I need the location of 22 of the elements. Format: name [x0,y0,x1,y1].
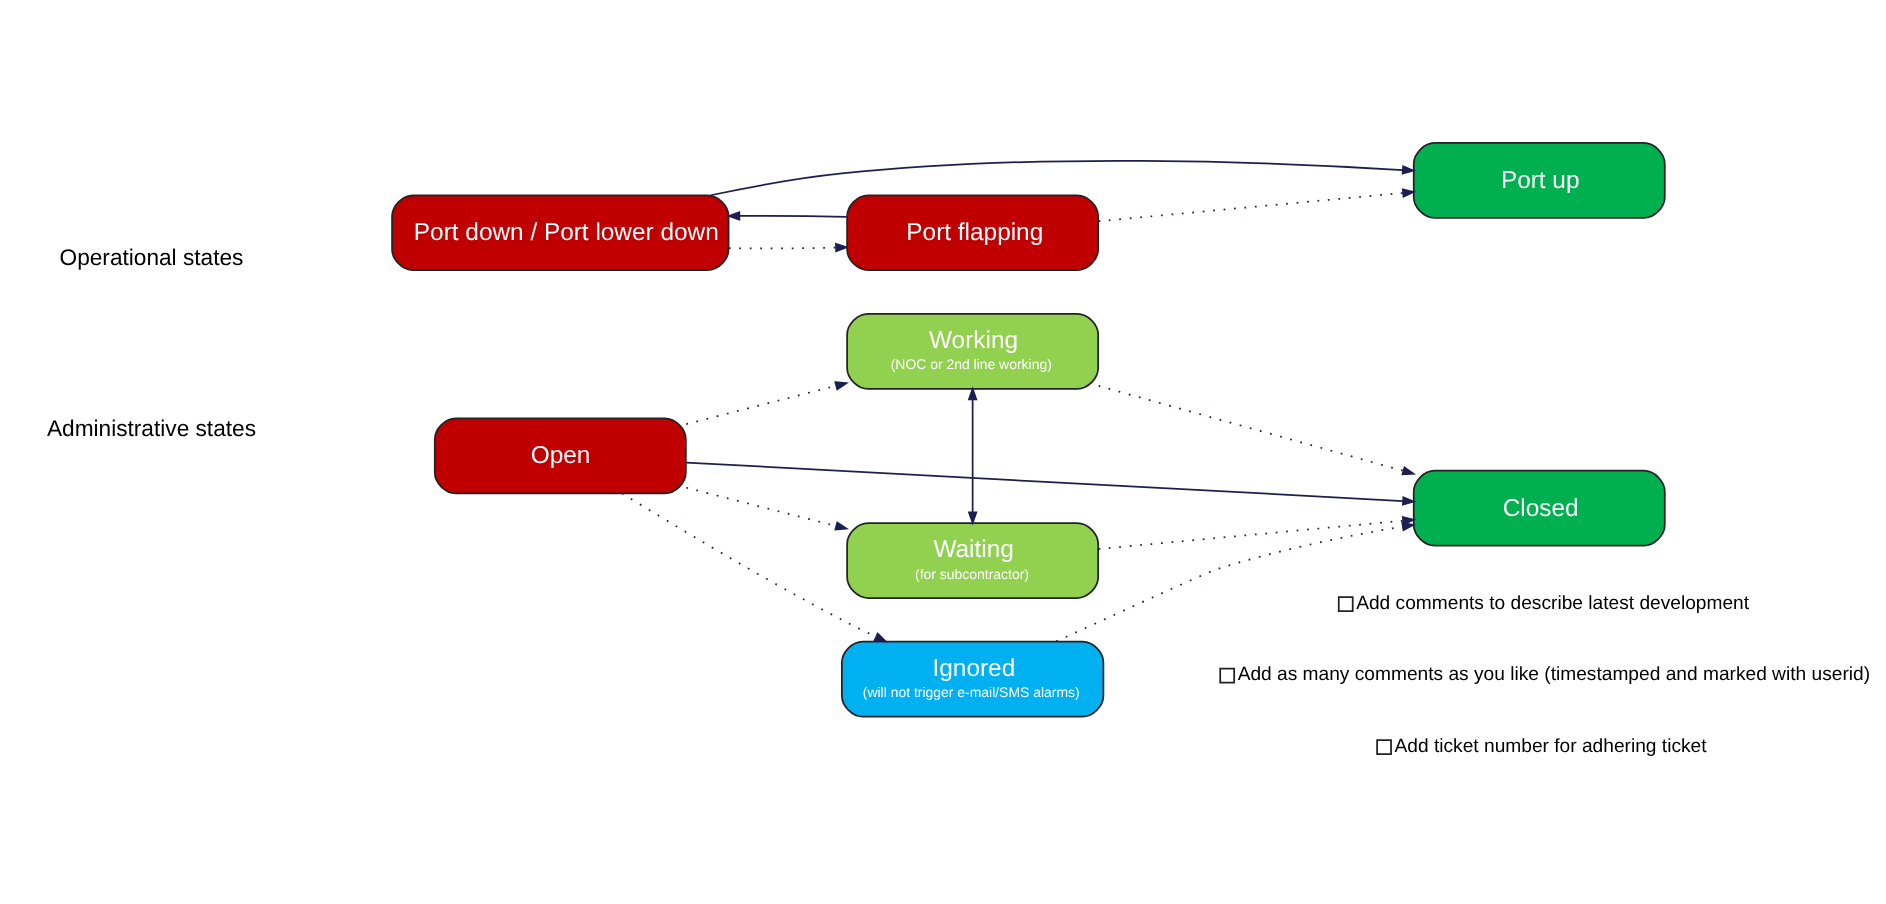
node-box: Port down / Port lower down [391,194,730,272]
arrow [726,211,848,221]
arrow [967,386,978,526]
arrow [728,242,850,253]
arrow [685,381,849,425]
node-box: Port flapping [846,194,1100,272]
arrow [621,492,889,643]
arrow [685,461,1417,506]
arrow [1097,385,1417,476]
label: Add ticket number for adhering ticket [1394,735,1707,758]
arrow [1097,188,1417,223]
arrow [1097,515,1417,550]
node-box: Port up [1412,142,1666,219]
arrow [709,159,1416,197]
label: Add comments to describe latest development [1356,593,1750,615]
arrow [1055,521,1416,643]
label: Administrative states [46,417,256,442]
node-box: Open [433,417,687,495]
label: Add as many comments as you like (timestamped and marked with userid) [1237,664,1871,687]
arrow [685,486,849,531]
label: Operational states [59,246,244,271]
node-box: Closed [1412,469,1666,547]
